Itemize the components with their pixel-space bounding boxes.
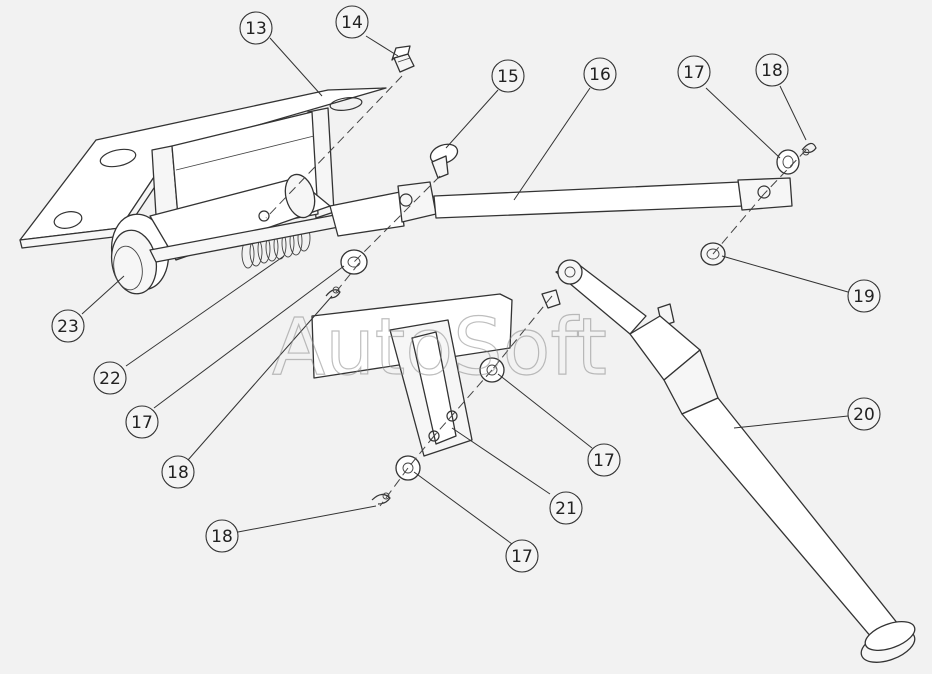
callout-23: 23 <box>51 309 85 343</box>
callout-19: 19 <box>847 279 881 313</box>
washer-part-17-left <box>340 249 368 275</box>
assembly-centerlines <box>265 75 807 507</box>
watermark-text: AutoSoft <box>272 303 607 393</box>
leader-lines <box>81 35 849 545</box>
callout-14-label: 14 <box>341 13 363 33</box>
callout-18-left-label: 18 <box>167 463 189 483</box>
cotter-clip-part-18-left <box>325 286 341 299</box>
callout-14: 14 <box>335 5 369 39</box>
callout-17-bottom: 17 <box>505 539 539 573</box>
callout-17-left: 17 <box>125 405 159 439</box>
callout-20-label: 20 <box>853 405 875 425</box>
cap-nut-part-14 <box>391 45 415 73</box>
callout-17-left-label: 17 <box>131 413 153 433</box>
washer-part-17-upper-right <box>776 149 800 175</box>
callout-20: 20 <box>847 397 881 431</box>
pedal-bracket-part-21 <box>311 293 513 457</box>
callout-18-left: 18 <box>161 455 195 489</box>
callout-18-bottom-label: 18 <box>211 527 233 547</box>
callout-21: 21 <box>549 491 583 525</box>
callout-17-top-label: 17 <box>683 63 705 83</box>
pedal-lever-part-20 <box>541 259 916 663</box>
callout-16-label: 16 <box>589 65 611 85</box>
callout-18-top-label: 18 <box>761 61 783 81</box>
callout-18-bottom: 18 <box>205 519 239 553</box>
callout-19-label: 19 <box>853 287 875 307</box>
cotter-clip-part-18-lower <box>371 492 391 505</box>
cotter-clip-part-18-upper-right <box>801 142 817 156</box>
callout-16: 16 <box>583 57 617 91</box>
callout-23-label: 23 <box>57 317 79 337</box>
cylinder-cap-part-23 <box>110 213 170 295</box>
callout-17-center-label: 17 <box>593 451 615 471</box>
callout-13: 13 <box>239 11 273 45</box>
callout-17-bottom-label: 17 <box>511 547 533 567</box>
callout-18-top: 18 <box>755 53 789 87</box>
callout-21-label: 21 <box>555 499 577 519</box>
pin-part-15 <box>429 143 459 179</box>
callout-22-label: 22 <box>99 369 121 389</box>
callout-15: 15 <box>491 59 525 93</box>
callout-17-top: 17 <box>677 55 711 89</box>
callout-15-label: 15 <box>497 67 519 87</box>
callout-13-label: 13 <box>245 19 267 39</box>
push-rod-part-16 <box>329 177 793 237</box>
callout-17-center: 17 <box>587 443 621 477</box>
callout-22: 22 <box>93 361 127 395</box>
